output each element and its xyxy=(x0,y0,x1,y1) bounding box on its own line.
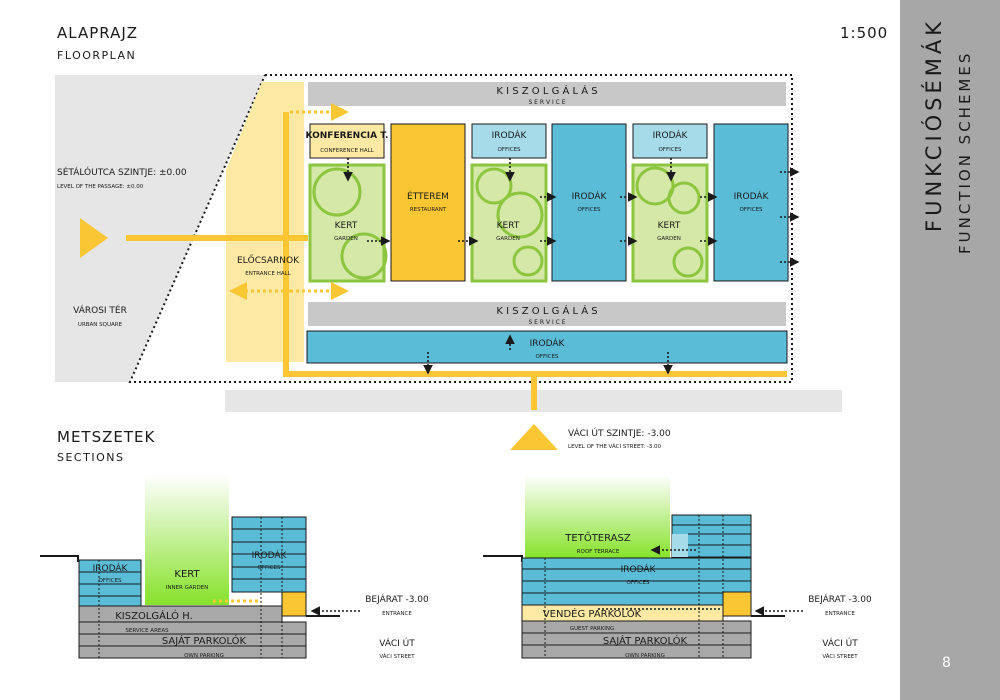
section-right-entrance-sub: ENTRANCE xyxy=(825,611,855,617)
section-left: IRODÁK OFFICES KERT INNER GARDEN IRODÁK … xyxy=(40,475,429,660)
roof-terrace-glow xyxy=(525,475,670,558)
offices-small-2-label: IRODÁK xyxy=(653,129,689,141)
urban-square-label: VÁROSI TÉR xyxy=(73,304,127,316)
inner-garden-glow xyxy=(145,475,229,605)
sidebar-subtitle: FUNCTION SCHEMES xyxy=(956,50,974,254)
sections-title: METSZETEK xyxy=(57,428,156,446)
garden-1-sub: GARDEN xyxy=(334,236,358,242)
garden-2 xyxy=(470,163,548,283)
passage-level-sub: LEVEL OF THE PASSAGE: ±0.00 xyxy=(57,184,144,190)
offices-bottom-room xyxy=(306,330,788,364)
main-circulation-path xyxy=(126,112,787,410)
conference-label: KONFERENCIA T. xyxy=(306,131,389,141)
section-right-offices-label: IRODÁK xyxy=(621,563,657,575)
service-bottom-label: K I S Z O L G Á L Á S xyxy=(496,304,597,317)
restaurant-sub: RESTAURANT xyxy=(410,207,447,213)
page-title: ALAPRAJZ xyxy=(57,24,139,42)
passage-level-label: SÉTÁLÓUTCA SZINTJE: ±0.00 xyxy=(57,166,187,178)
section-right-guest-label: VENDÉG PARKOLÓK xyxy=(543,607,642,620)
section-right-offices-sub: OFFICES xyxy=(626,580,650,586)
entrance-hall-label: ELŐCSARNOK xyxy=(237,255,300,266)
offices-large-room-1 xyxy=(551,123,627,282)
section-right-street-label: VÁCI ÚT xyxy=(822,637,858,649)
section-right-terrace-label: TETŐTERASZ xyxy=(564,530,631,544)
service-strip-bottom xyxy=(308,302,786,326)
section-right-terrace-sub: ROOF TERRACE xyxy=(577,549,620,555)
section-left-entrance-sub: ENTRANCE xyxy=(382,611,412,617)
service-top-label: K I S Z O L G Á L Á S xyxy=(496,84,597,97)
offices-bottom-label: IRODÁK xyxy=(530,337,566,349)
offices-small-2-sub: OFFICES xyxy=(658,147,682,153)
sections-diagram: IRODÁK OFFICES KERT INNER GARDEN IRODÁK … xyxy=(40,475,872,660)
offices-small-room-2 xyxy=(632,123,708,159)
section-left-service-label: KISZOLGÁLÓ H. xyxy=(115,609,193,622)
floorplan-diagram: K I S Z O L G Á L Á S S E R V I C E K I … xyxy=(55,74,842,450)
section-left-offices-right-sub: OFFICES xyxy=(257,565,281,571)
building-outline xyxy=(128,74,793,383)
vaci-level-sub: LEVEL OF THE VÁCI STREET: -3.00 xyxy=(568,443,662,450)
sidebar xyxy=(900,0,1000,700)
service-top-sub: S E R V I C E xyxy=(528,99,565,106)
garden-3 xyxy=(631,163,709,283)
section-left-service-sub: SERVICE AREAS xyxy=(125,628,169,634)
garden-3-label: KERT xyxy=(658,221,681,231)
section-left-street-sub: VÁCI STREET xyxy=(379,653,415,660)
street-entry-triangle xyxy=(510,424,558,450)
offices-small-1-sub: OFFICES xyxy=(497,147,521,153)
offices-big-1-label: IRODÁK xyxy=(572,190,608,202)
offices-big-2-label: IRODÁK xyxy=(734,190,770,202)
urban-square-area xyxy=(55,75,265,382)
page-number: 8 xyxy=(942,655,951,671)
offices-small-room-1 xyxy=(471,123,547,159)
sections-subtitle: SECTIONS xyxy=(57,451,125,464)
urban-square-sub: URBAN SQUARE xyxy=(78,322,123,328)
section-right-entrance-label: BEJÁRAT -3.00 xyxy=(808,593,872,605)
passage-entry-triangle xyxy=(80,218,108,258)
scale-label: 1:500 xyxy=(840,24,889,42)
section-right-parking-sub: OWN PARKING xyxy=(625,653,665,659)
offices-big-1-sub: OFFICES xyxy=(577,207,601,213)
restaurant-label: ÉTTEREM xyxy=(407,190,449,202)
section-left-garden-label: KERT xyxy=(174,569,200,580)
conference-hall-room xyxy=(309,123,385,159)
entrance-hall-sub: ENTRANCE HALL xyxy=(245,271,291,277)
restaurant-room xyxy=(390,123,466,282)
section-left-parking-sub: OWN PARKING xyxy=(184,653,224,659)
section-right-guest-sub: GUEST PARKING xyxy=(570,626,615,632)
garden-2-sub: GARDEN xyxy=(496,236,520,242)
offices-large-room-2 xyxy=(713,123,789,282)
section-left-garden-sub: INNER GARDEN xyxy=(166,585,209,591)
page-subtitle: FLOORPLAN xyxy=(57,49,137,62)
section-left-parking-label: SAJÁT PARKOLÓK xyxy=(162,634,247,647)
section-right-street-sub: VÁCI STREET xyxy=(822,653,858,660)
vaci-level-label: VÁCI ÚT SZINTJE: -3.00 xyxy=(568,427,671,439)
section-left-street-label: VÁCI ÚT xyxy=(379,637,415,649)
service-strip-top xyxy=(308,82,786,106)
section-left-entrance-label: BEJÁRAT -3.00 xyxy=(365,593,429,605)
section-left-offices-left-label: IRODÁK xyxy=(93,562,129,574)
flow-arrows xyxy=(343,158,800,375)
offices-small-1-label: IRODÁK xyxy=(492,129,528,141)
garden-1 xyxy=(308,163,388,283)
offices-bottom-sub: OFFICES xyxy=(535,354,559,360)
garden-3-sub: GARDEN xyxy=(657,236,681,242)
garden-1-label: KERT xyxy=(335,221,358,231)
service-bottom-sub: S E R V I C E xyxy=(528,319,565,326)
sidebar-title: FUNKCIÓSÉMÁK xyxy=(922,17,946,232)
conference-sub: CONFERENCE HALL xyxy=(320,148,374,154)
section-left-offices-left-sub: OFFICES xyxy=(98,578,122,584)
offices-big-2-sub: OFFICES xyxy=(739,207,763,213)
section-right: TETŐTERASZ ROOF TERRACE IRODÁK OFFICES V… xyxy=(483,475,872,660)
garden-2-label: KERT xyxy=(497,221,520,231)
section-right-parking-label: SAJÁT PARKOLÓK xyxy=(603,634,688,647)
section-left-offices-right-label: IRODÁK xyxy=(252,549,288,561)
